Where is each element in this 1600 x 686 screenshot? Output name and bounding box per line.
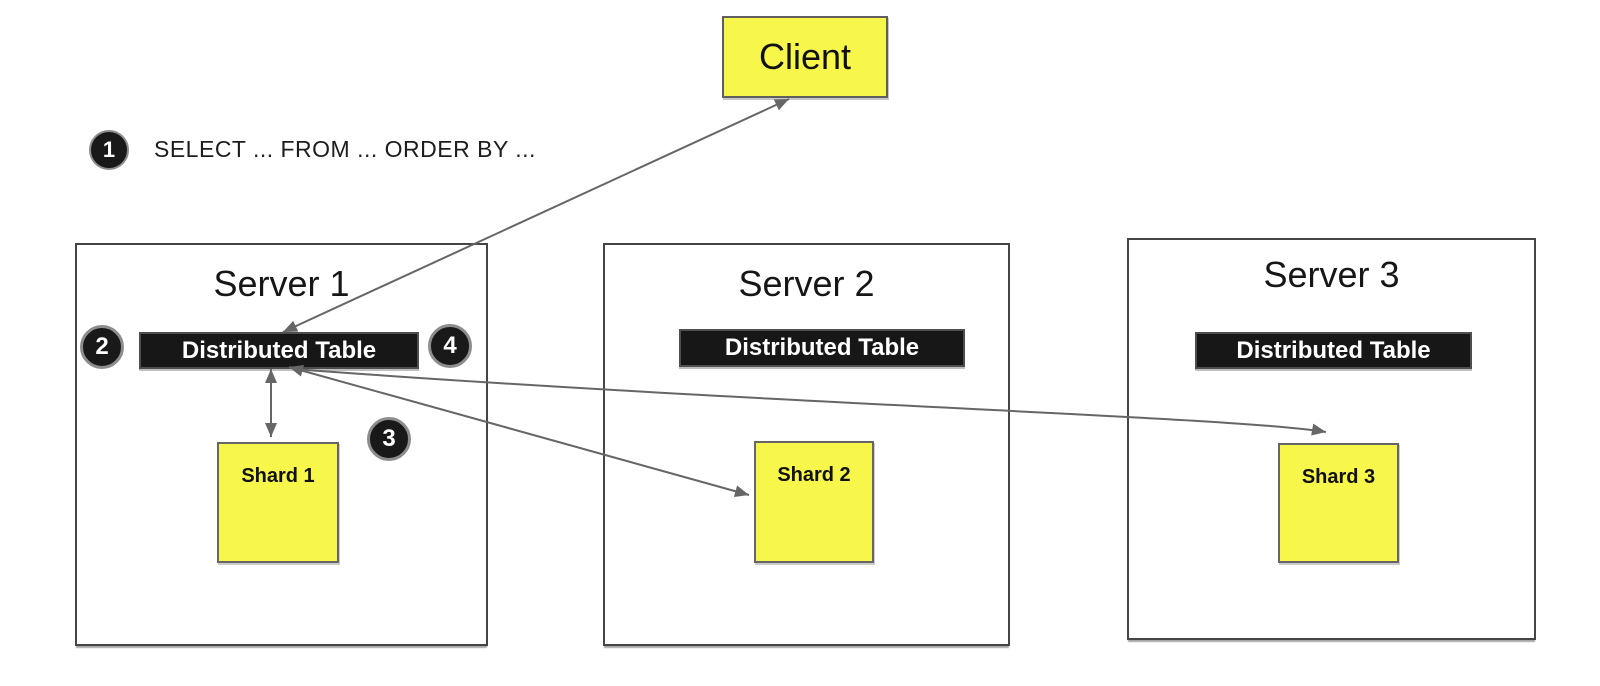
server-2-title: Server 2: [738, 263, 875, 304]
step-3-badge: 3: [367, 417, 411, 461]
server-2-distributed-table: Distributed Table: [679, 329, 965, 367]
server-3-box: Server 3 Distributed Table Shard 3: [1127, 238, 1536, 640]
step-1-badge: 1: [89, 130, 129, 170]
server-2-shard: Shard 2: [754, 441, 874, 563]
server-3-title: Server 3: [1263, 254, 1400, 295]
server-1-box: Server 1 Distributed Table Shard 1: [75, 243, 488, 646]
client-label: Client: [758, 36, 852, 77]
server-3-distributed-table: Distributed Table: [1195, 332, 1472, 369]
server-1-shard: Shard 1: [217, 442, 339, 563]
client-node: Client: [722, 16, 888, 98]
server-1-title: Server 1: [213, 263, 350, 304]
server-1-distributed-table: Distributed Table: [139, 332, 419, 369]
step-4-badge: 4: [428, 324, 472, 368]
server-2-box: Server 2 Distributed Table Shard 2: [603, 243, 1010, 646]
step-2-badge: 2: [80, 325, 124, 369]
server-3-shard: Shard 3: [1278, 443, 1399, 563]
step-1-query-text: SELECT ... FROM ... ORDER BY ...: [154, 136, 536, 162]
